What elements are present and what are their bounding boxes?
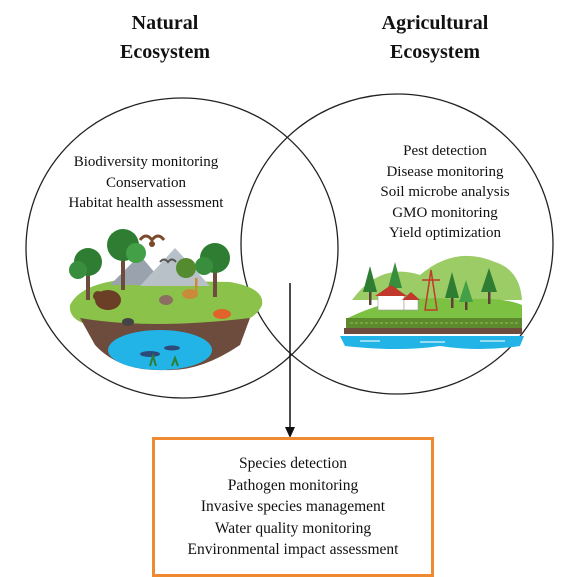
shared-applications-box: Species detection Pathogen monitoring In… — [152, 437, 434, 577]
list-item: Invasive species management — [200, 498, 386, 515]
agricultural-ecosystem-title: Agricultural Ecosystem — [345, 9, 525, 67]
natural-title-line1: Natural — [131, 12, 199, 34]
natural-ecosystem-title: Natural Ecosystem — [85, 9, 245, 67]
list-item: Water quality monitoring — [214, 519, 372, 537]
arrow-head-icon — [285, 427, 295, 438]
agricultural-title-line1: Agricultural — [381, 12, 489, 34]
list-item: Disease monitoring — [386, 163, 504, 180]
wildlife-habitat-illustration — [69, 229, 263, 371]
list-item: GMO monitoring — [392, 204, 498, 221]
list-item: Soil microbe analysis — [380, 184, 510, 200]
list-item: Conservation — [106, 174, 186, 191]
list-item: Yield optimization — [388, 225, 502, 241]
agricultural-title-line2: Ecosystem — [390, 41, 480, 63]
list-item: Biodiversity monitoring — [73, 154, 219, 170]
natural-title-line2: Ecosystem — [120, 41, 210, 63]
agricultural-ecosystem-circle — [240, 93, 554, 395]
agricultural-ecosystem-list: Pest detection Disease monitoring Soil m… — [355, 141, 535, 244]
list-item: Species detection — [238, 455, 348, 472]
list-item: Pathogen monitoring — [227, 476, 359, 494]
list-item: Habitat health assessment — [68, 195, 224, 211]
natural-ecosystem-circle — [25, 97, 339, 399]
list-item: Environmental impact assessment — [187, 541, 399, 558]
venn-diagram — [25, 93, 554, 438]
farm-landscape-illustration — [340, 255, 524, 349]
list-item: Pest detection — [403, 143, 487, 159]
shared-applications-list: Species detection Pathogen monitoring In… — [155, 440, 431, 561]
natural-ecosystem-list: Biodiversity monitoring Conservation Hab… — [46, 152, 246, 214]
